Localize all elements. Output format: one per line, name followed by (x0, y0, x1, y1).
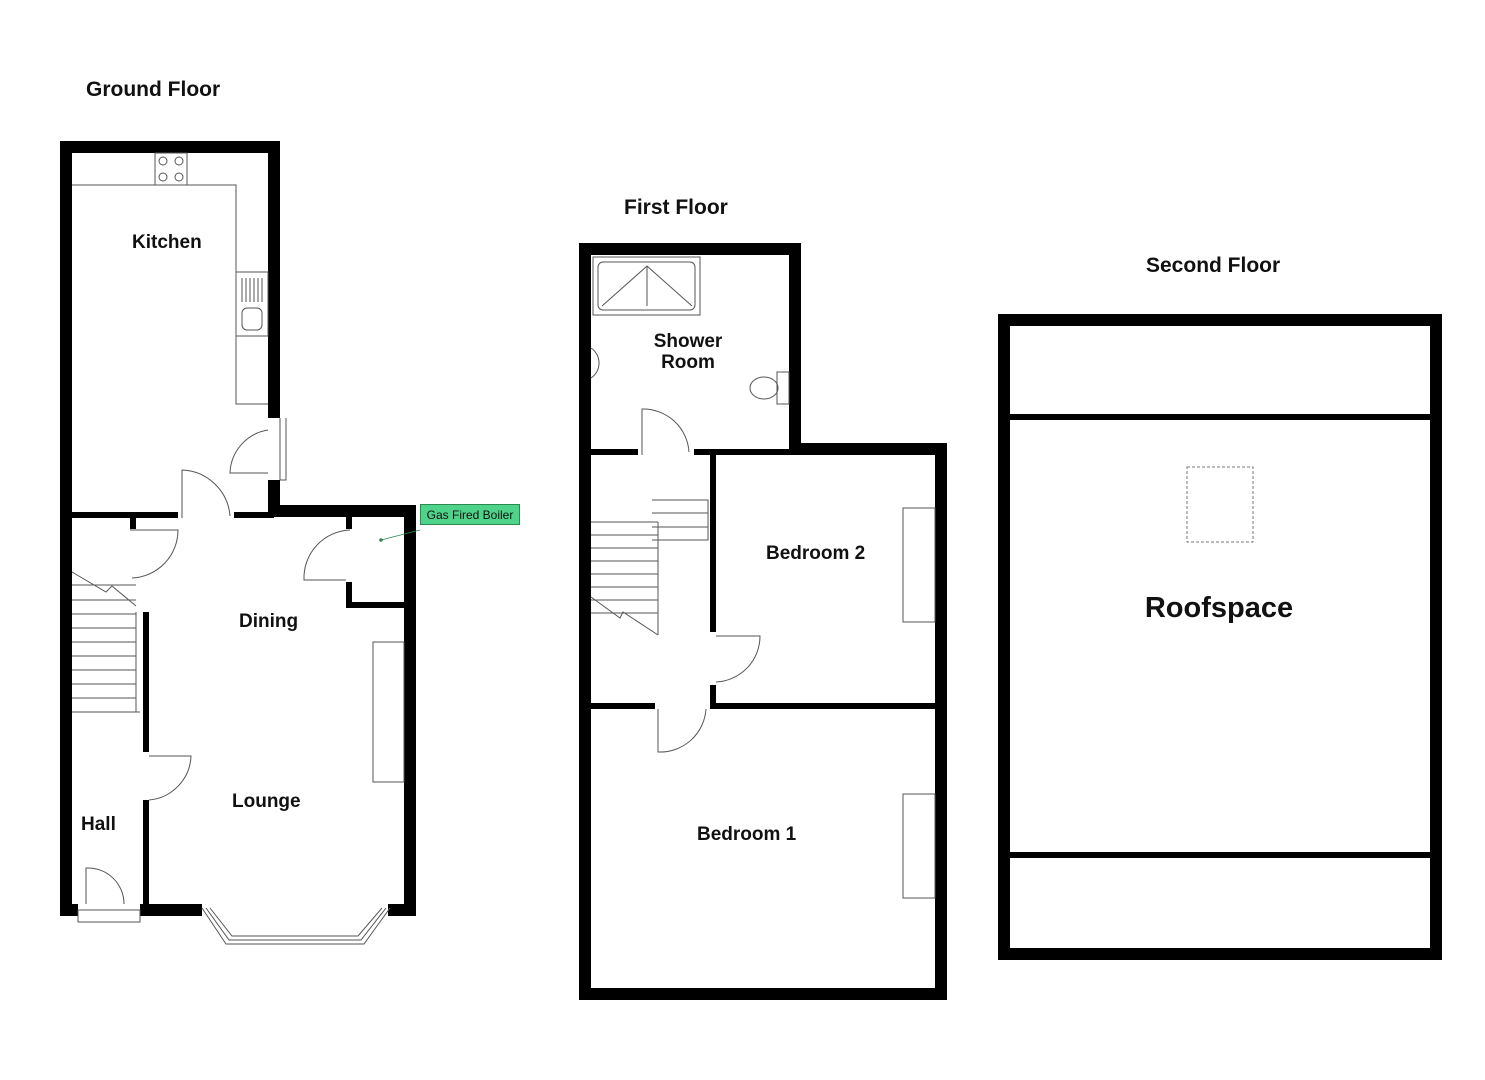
fireplace-icon (902, 793, 936, 899)
toilet-icon (776, 371, 790, 405)
door-icon (657, 708, 707, 753)
room-label-hall: Hall (81, 814, 116, 835)
room-label-shower-room: Shower (654, 331, 723, 352)
room-label-kitchen: Kitchen (132, 232, 202, 253)
door-icon (148, 755, 192, 801)
skylight-icon (1186, 466, 1254, 543)
washbasin-icon (590, 347, 600, 379)
staircase-icon (590, 499, 709, 636)
first-floor-fixtures (590, 256, 936, 899)
hob-icon (154, 152, 188, 186)
room-label-roofspace: Roofspace (1145, 592, 1293, 624)
second-floor-title: Second Floor (1146, 254, 1280, 277)
door-icon (181, 469, 231, 518)
room-label-bedroom-1: Bedroom 1 (697, 824, 797, 845)
bay-window-icon (201, 907, 391, 945)
door-icon (641, 408, 690, 455)
room-label-lounge: Lounge (232, 791, 301, 812)
ground-floor-title: Ground Floor (86, 78, 220, 101)
ground-floor-walls (60, 141, 416, 916)
ground-floor-fixtures (71, 152, 421, 945)
room-label-bedroom-2: Bedroom 2 (766, 543, 865, 564)
room-label-shower-room-line2: Room (661, 352, 715, 373)
door-icon (130, 529, 179, 579)
gas-fired-boiler-annotation: Gas Fired Boiler (420, 504, 520, 525)
door-icon (715, 635, 761, 683)
front-door-icon (77, 867, 141, 923)
boiler-cupboard-door-icon (303, 529, 351, 581)
staircase-icon (71, 571, 140, 713)
first-floor-title: First Floor (624, 196, 728, 219)
room-label-dining: Dining (239, 611, 298, 632)
fireplace-icon (902, 507, 936, 623)
shower-tray-icon (592, 256, 701, 316)
sink-icon (235, 271, 269, 337)
second-floor-walls (998, 314, 1442, 960)
back-door-icon (229, 418, 287, 481)
fireplace-icon (372, 641, 405, 783)
first-floor-walls (579, 243, 947, 1000)
